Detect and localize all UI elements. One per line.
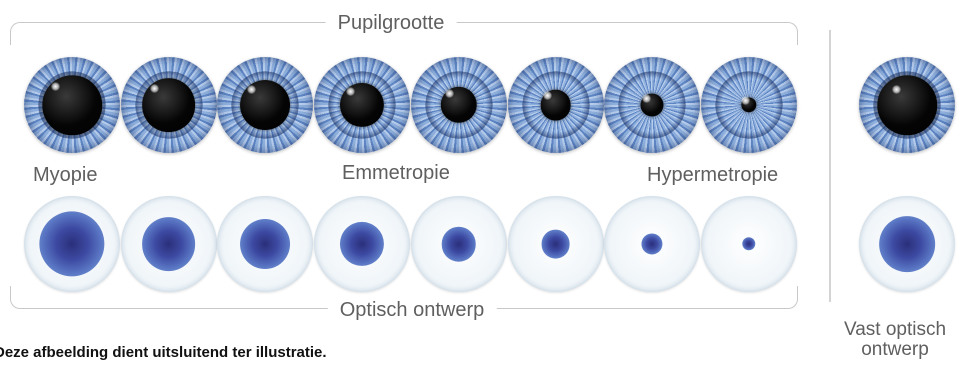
hypermetropia-label: Hypermetropie — [647, 163, 778, 187]
fixed-design-label-line1: Vast optisch — [844, 320, 946, 340]
pupil-size-label: Pupilgrootte — [326, 11, 457, 35]
eye-highlight — [892, 85, 901, 94]
fixed-design-optic-zone — [879, 216, 935, 272]
eye-8 — [701, 57, 797, 153]
lens-1 — [24, 196, 120, 292]
optic-zone-1 — [39, 211, 104, 276]
eye-highlight — [642, 94, 651, 103]
divider-line — [829, 30, 831, 302]
emmetropia-label: Emmetropie — [342, 161, 450, 185]
optical-design-label: Optisch ontwerp — [328, 298, 497, 322]
lens-2 — [121, 196, 217, 292]
fixed-design-label: Vast optisch ontwerp — [844, 320, 946, 360]
eye-1 — [24, 57, 120, 153]
eye-highlight — [346, 87, 355, 96]
lens-4 — [314, 196, 410, 292]
fixed-design-lens — [859, 196, 955, 292]
lens-6 — [508, 196, 604, 292]
lens-5 — [411, 196, 507, 292]
fixed-design-label-line2: ontwerp — [844, 340, 946, 360]
eye-2 — [121, 57, 217, 153]
eye-4 — [314, 57, 410, 153]
optic-zone-2 — [142, 217, 196, 271]
eye-5 — [411, 57, 507, 153]
eye-highlight — [543, 91, 552, 100]
myopia-label: Myopie — [33, 163, 97, 187]
fixed-design-pupil — [877, 75, 937, 135]
lens-7 — [604, 196, 700, 292]
eye-6 — [508, 57, 604, 153]
lens-8 — [701, 196, 797, 292]
lens-3 — [217, 196, 313, 292]
eye-7 — [604, 57, 700, 153]
eye-highlight — [150, 84, 159, 93]
eye-highlight — [741, 96, 750, 105]
eye-highlight — [445, 89, 454, 98]
optic-zone-3 — [240, 219, 290, 269]
optic-zone-4 — [340, 222, 384, 266]
eye-3 — [217, 57, 313, 153]
optic-zone-8 — [742, 237, 755, 250]
optic-zone-5 — [442, 227, 477, 262]
fixed-design-eye — [859, 57, 955, 153]
optic-zone-7 — [642, 233, 663, 254]
optic-zone-6 — [541, 230, 570, 259]
disclaimer-text: Deze afbeelding dient uitsluitend ter il… — [0, 344, 327, 361]
